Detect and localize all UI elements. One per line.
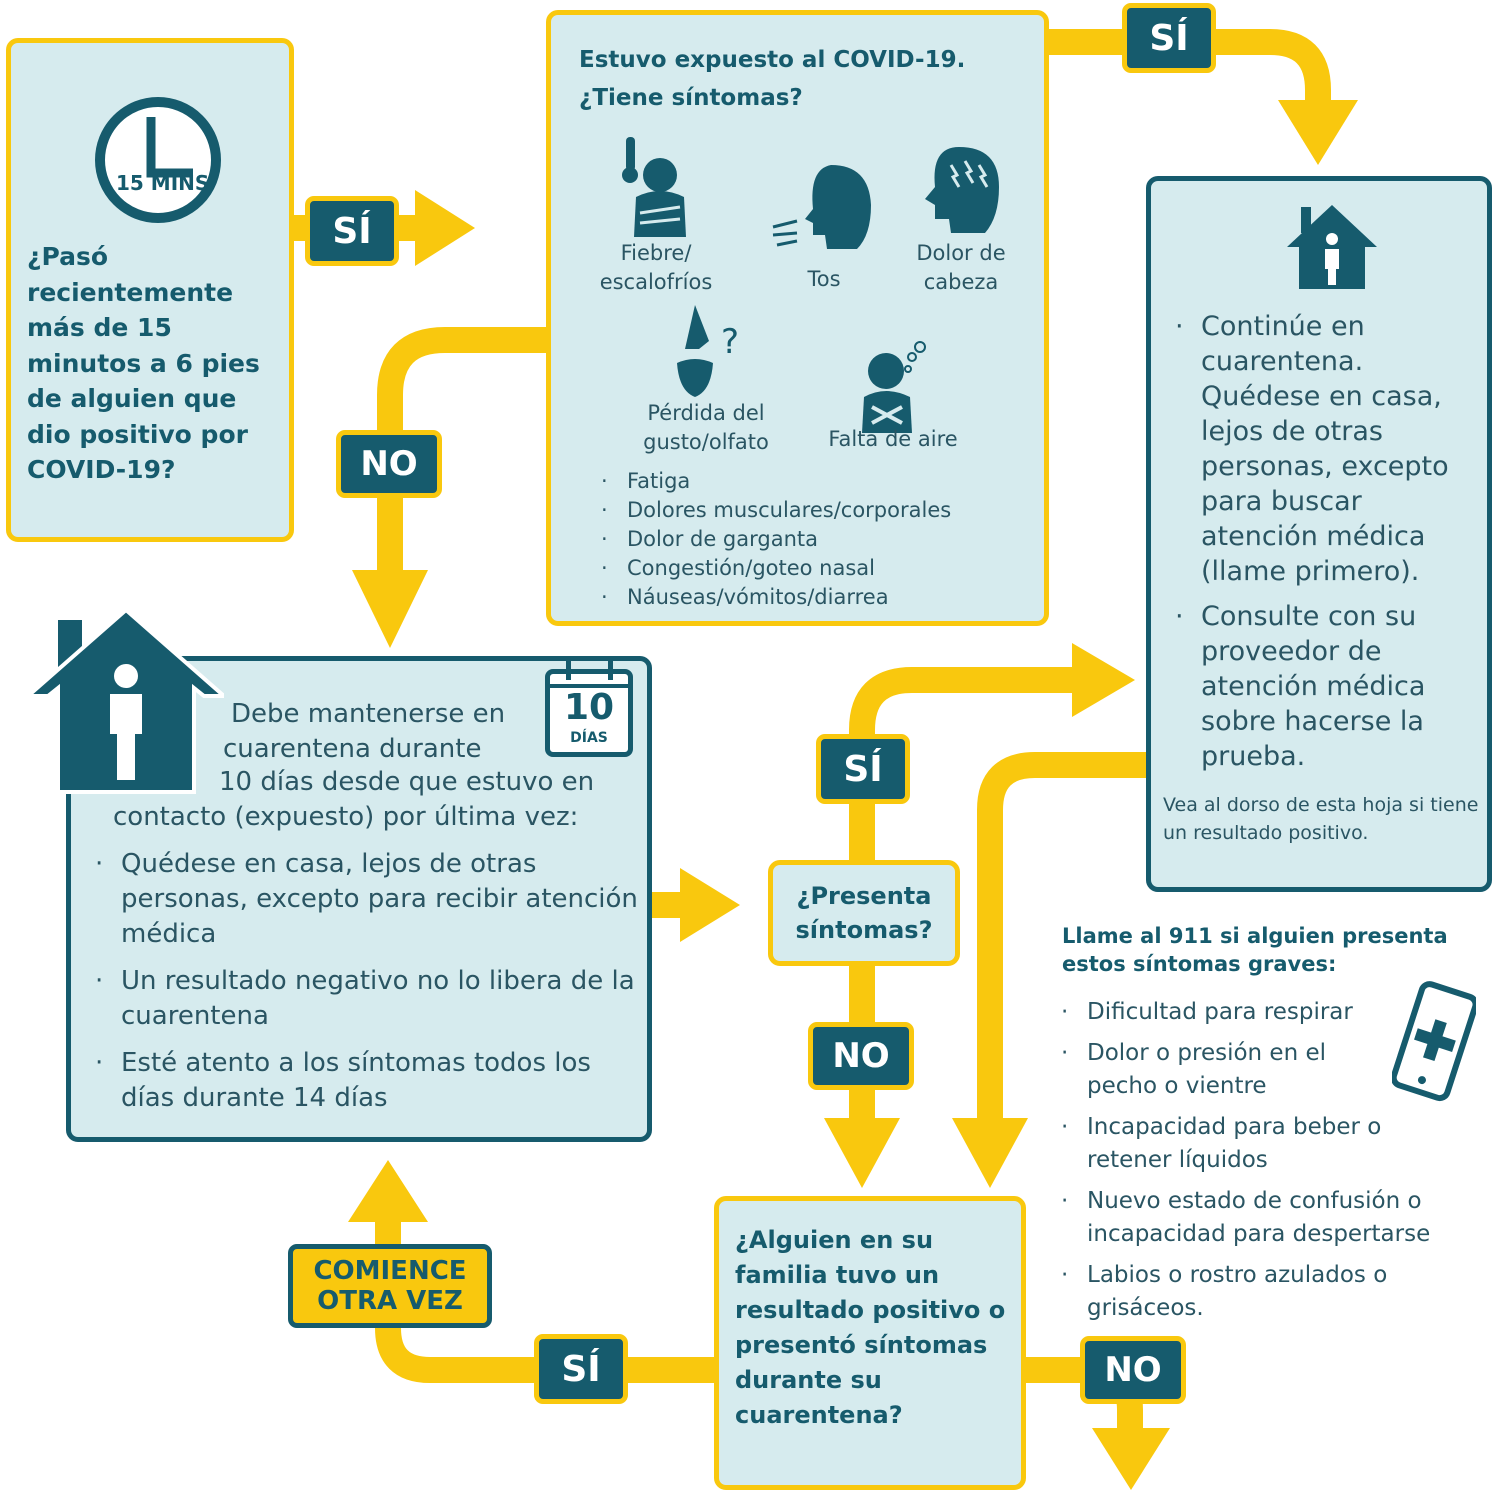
- no-badge-family: NO: [1080, 1336, 1186, 1404]
- clock-icon: [95, 97, 221, 223]
- arrowhead-to-family-1: [824, 1118, 900, 1188]
- family-question-box: ¿Alguien en su familia tuvo un resultado…: [714, 1196, 1026, 1490]
- no-badge-symptoms: NO: [336, 430, 442, 498]
- quarantine-list: Quédese en casa, lejos de otras personas…: [95, 847, 639, 1116]
- quarantine-intro-line2: cuarentena durante: [223, 734, 482, 764]
- quarantine-item: Esté atento a los síntomas todos los día…: [95, 1046, 639, 1116]
- exposure-question-box: 15 MINS ¿Pasó recientemente más de 15 mi…: [6, 38, 294, 542]
- presenta-text: ¿Presenta síntomas?: [795, 882, 933, 944]
- emergency-item: Incapacidad para beber o retener líquido…: [1061, 1111, 1407, 1177]
- connector-no-symptoms: [377, 327, 548, 590]
- quarantine-intro: Debe mantenerse en cuarentena durante: [223, 697, 506, 767]
- phone-medical-icon: [1392, 981, 1476, 1102]
- fever-chills-icon: [622, 137, 686, 237]
- start-over-badge: COMIENCE OTRA VEZ: [288, 1244, 492, 1328]
- symptom-item: Congestión/goteo nasal: [601, 554, 951, 583]
- shortness-of-breath-icon: [862, 341, 926, 433]
- headache-icon: [925, 147, 999, 233]
- quarantine-intro-line1: Debe mantenerse en: [231, 699, 506, 729]
- symptoms-box: Estuvo expuesto al COVID-19. ¿Tiene sínt…: [546, 10, 1049, 626]
- arrowhead-to-isolation-2: [1072, 643, 1135, 717]
- quarantine-intro-line3: 10 días desde que estuvo en: [219, 767, 595, 797]
- cough-icon: [772, 165, 871, 249]
- yes-badge-symptoms: SÍ: [1122, 3, 1216, 73]
- connector-family-yes: [375, 1205, 718, 1383]
- isolation-note: Vea al dorso de esta hoja si tiene un re…: [1163, 794, 1479, 844]
- emergency-list: Dificultad para respirar Dolor o presión…: [1061, 996, 1492, 1325]
- cough-label: Tos: [807, 267, 841, 291]
- no-badge-presenta: NO: [808, 1022, 914, 1090]
- calendar-number: 10: [563, 687, 615, 728]
- emergency-item: Dolor o presión en el pecho o vientre: [1061, 1037, 1377, 1103]
- quarantine-intro-line4: contacto (expuesto) por última vez:: [113, 802, 579, 832]
- arrowhead-to-quarantine: [352, 570, 428, 648]
- calendar-label: DÍAS: [570, 730, 608, 746]
- family-question-text: ¿Alguien en su familia tuvo un resultado…: [735, 1226, 1006, 1429]
- connector-yes-symptoms: [1040, 29, 1331, 115]
- clock-label: 15 MINS: [116, 171, 210, 195]
- connector-isolation-family: [977, 752, 1146, 1120]
- symptoms-title-line1: Estuvo expuesto al COVID-19.: [579, 47, 966, 73]
- connector-presenta-yes: [849, 667, 1080, 860]
- emergency-title: Llame al 911 si alguien presenta estos s…: [1062, 924, 1448, 976]
- symptoms-list: Fatiga Dolores musculares/corporales Dol…: [601, 467, 951, 612]
- emergency-item: Nuevo estado de confusión o incapacidad …: [1061, 1185, 1492, 1251]
- arrowhead-to-quarantine-restart: [348, 1160, 428, 1222]
- yes-badge-presenta: SÍ: [816, 734, 910, 804]
- isolation-list: Continúe en cuarentena. Quédese en casa,…: [1175, 309, 1486, 774]
- exposure-question-text: ¿Pasó recientemente más de 15 minutos a …: [27, 242, 260, 484]
- fever-label: Fiebre/ escalofríos: [599, 241, 713, 294]
- arrowhead-to-family-2: [952, 1118, 1028, 1188]
- arrowhead-to-presenta: [680, 868, 740, 942]
- isolation-item: Continúe en cuarentena. Quédese en casa,…: [1175, 309, 1486, 589]
- symptom-item: Náuseas/vómitos/diarrea: [601, 583, 951, 612]
- headache-label: Dolor de cabeza: [916, 241, 1006, 294]
- arrowhead-no-end: [1092, 1428, 1170, 1490]
- symptom-item: Dolores musculares/corporales: [601, 496, 951, 525]
- breath-label: Falta de aire: [828, 427, 958, 451]
- isolation-item: Consulte con su proveedor de atención mé…: [1175, 599, 1486, 774]
- arrowhead-to-symptoms: [415, 190, 475, 266]
- symptoms-title: Estuvo expuesto al COVID-19. ¿Tiene sínt…: [579, 41, 965, 117]
- house-person-icon: [1287, 205, 1377, 289]
- symptom-item: Fatiga: [601, 467, 951, 496]
- yes-badge-exposed: SÍ: [305, 196, 399, 266]
- loss-of-taste-smell-icon: ?: [677, 305, 739, 397]
- symptom-item: Dolor de garganta: [601, 525, 951, 554]
- yes-badge-family: SÍ: [534, 1334, 628, 1404]
- presenta-box: ¿Presenta síntomas?: [768, 860, 960, 966]
- quarantine-item: Quédese en casa, lejos de otras personas…: [95, 847, 639, 952]
- symptoms-title-line2: ¿Tiene síntomas?: [579, 85, 803, 111]
- isolation-box: Continúe en cuarentena. Quédese en casa,…: [1146, 176, 1492, 892]
- arrowhead-to-isolation: [1278, 100, 1358, 165]
- house-quarantine-icon: [28, 610, 224, 794]
- svg-text:?: ?: [721, 322, 739, 362]
- emergency-item: Labios o rostro azulados o grisáceos.: [1061, 1259, 1447, 1325]
- taste-smell-label: Pérdida del gusto/olfato: [643, 401, 769, 454]
- quarantine-item: Un resultado negativo no lo libera de la…: [95, 964, 639, 1034]
- calendar-icon: 10 DÍAS: [545, 660, 633, 757]
- emergency-item: Dificultad para respirar: [1061, 996, 1492, 1029]
